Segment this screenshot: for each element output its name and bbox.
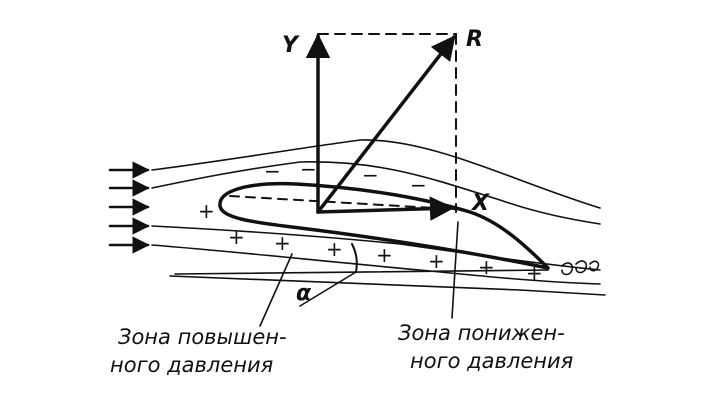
angle-arc — [351, 243, 358, 273]
minus-sign: − — [410, 173, 427, 197]
minus-sign: − — [300, 157, 317, 181]
incoming-flow-arrows — [108, 161, 150, 254]
flow-reference-line — [174, 269, 549, 275]
minus-sign: − — [264, 159, 281, 183]
wake-vortices — [561, 260, 600, 276]
plus-sign: + — [428, 249, 445, 273]
drag-vector-x — [316, 196, 455, 221]
low-pressure-line2: ного давления — [410, 349, 573, 373]
low-pressure-leader — [451, 221, 459, 319]
airfoil-wing-profile — [218, 181, 550, 270]
force-parallelogram — [317, 33, 457, 213]
angle-leader-line — [299, 271, 357, 307]
high-pressure-line2: ного давления — [110, 353, 273, 377]
plus-sign: + — [198, 199, 215, 223]
drag-label: X — [470, 191, 490, 216]
plus-sign: + — [478, 255, 495, 279]
plus-sign: + — [228, 225, 245, 249]
high-pressure-zone-label: Зона повышен- ного давления — [110, 325, 287, 377]
angle-label: α — [296, 281, 312, 306]
plus-sign: + — [376, 243, 393, 267]
plus-sign: + — [274, 231, 291, 255]
lift-label: Y — [282, 33, 300, 58]
resultant-vector-r — [316, 35, 456, 214]
plus-sign: + — [526, 261, 543, 285]
high-pressure-leader — [259, 253, 293, 327]
plus-sign: + — [326, 237, 343, 261]
streamlines — [151, 139, 606, 296]
low-pressure-zone-label: Зона понижен- ного давления — [398, 321, 573, 373]
high-pressure-line1: Зона повышен- — [118, 325, 287, 349]
minus-sign: − — [362, 163, 379, 187]
low-pressure-line1: Зона понижен- — [398, 321, 565, 345]
pressure-signs: + + + + + + + + − − − − — [198, 157, 543, 285]
resultant-label: R — [466, 27, 483, 52]
